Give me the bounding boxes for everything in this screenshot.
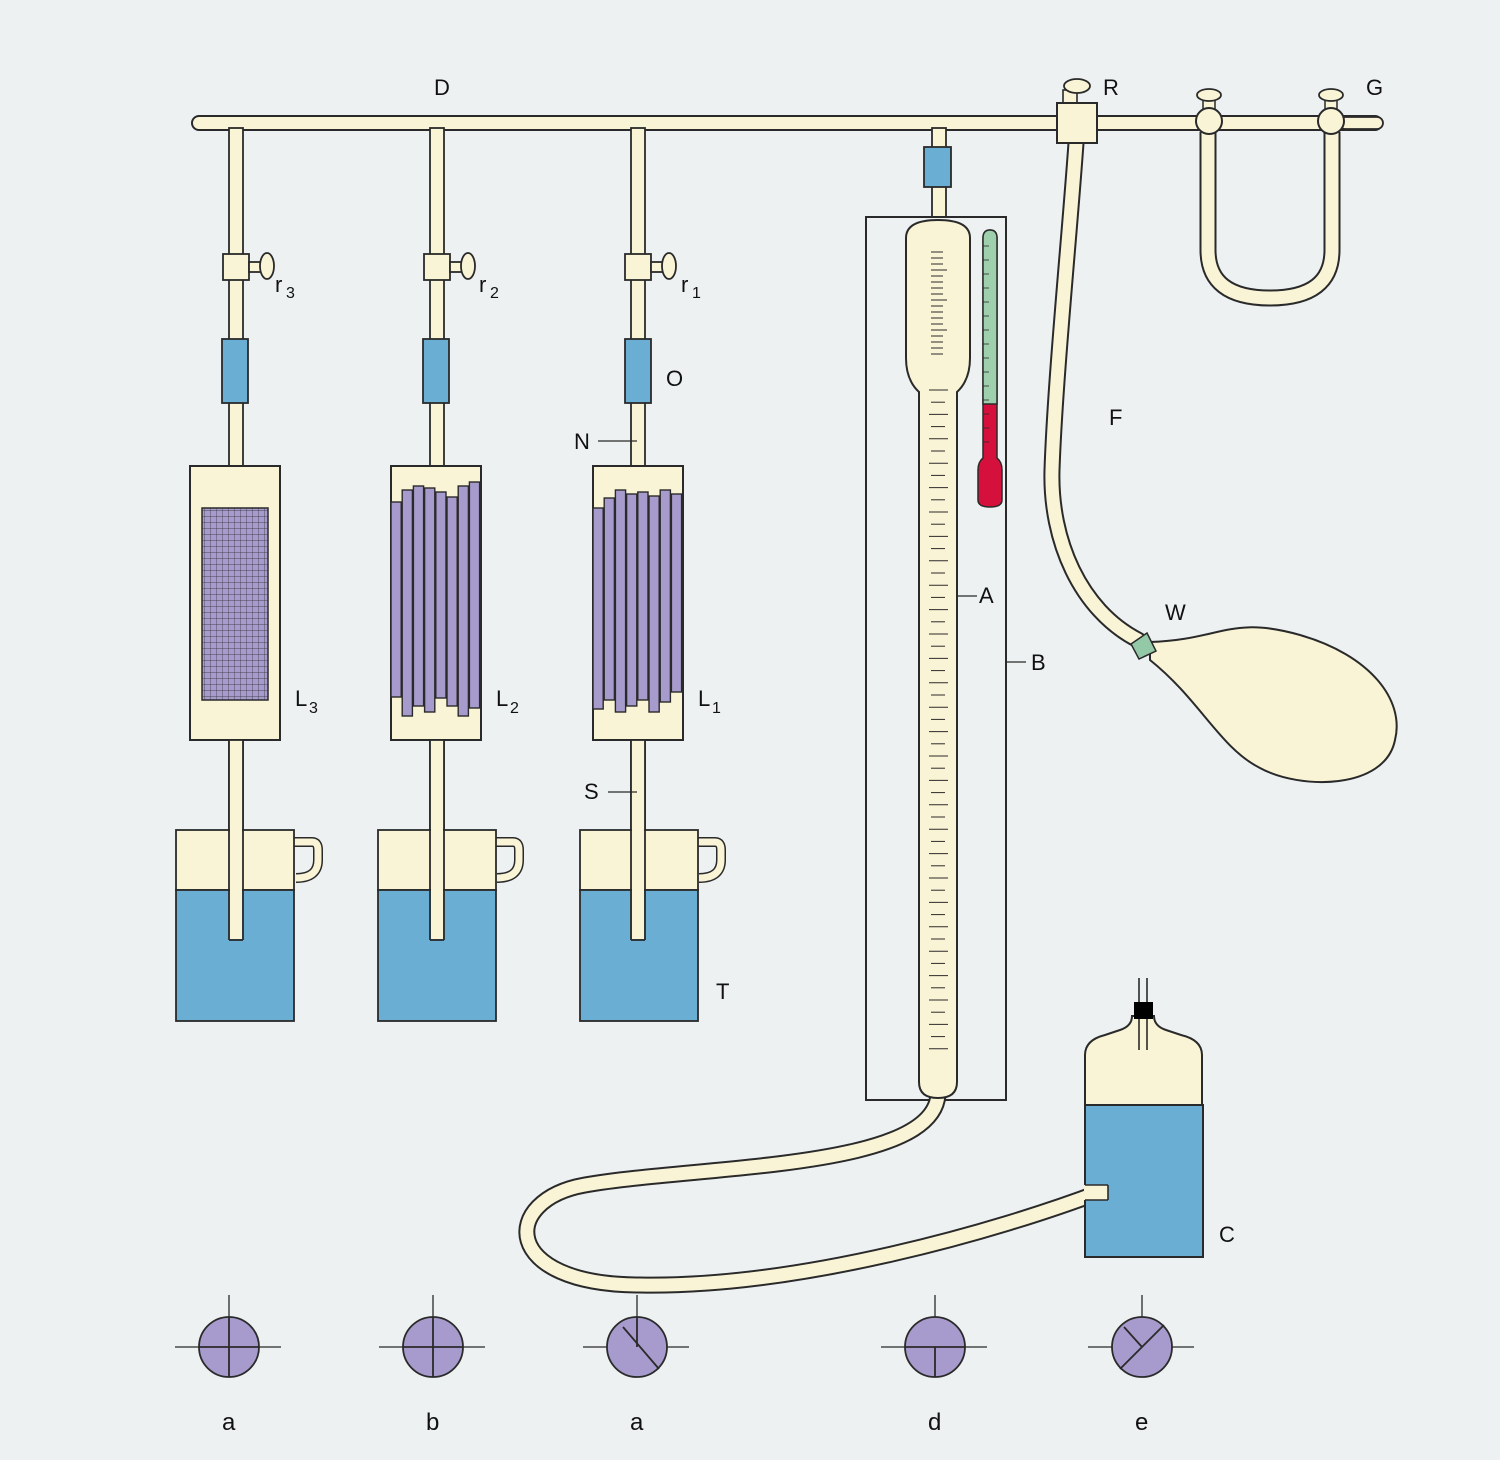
label-L2: L — [496, 686, 508, 711]
u-tube-stopcock-right[interactable] — [1317, 88, 1384, 135]
packing-rod — [603, 497, 616, 701]
label-C: C — [1219, 1222, 1235, 1247]
label-r2: r — [479, 272, 486, 297]
stopcock-handle-r1[interactable] — [661, 252, 677, 280]
packing-rod — [468, 481, 481, 709]
burette-assembly — [518, 127, 1109, 1294]
packing-rod — [390, 501, 402, 698]
label-S: S — [584, 779, 599, 804]
rubber-connector-col3 — [221, 338, 249, 404]
packing-rod — [614, 489, 627, 713]
packing-rod — [625, 493, 638, 707]
rubber-connector-col2 — [422, 338, 450, 404]
packing-rod — [401, 489, 414, 717]
label-T: T — [716, 979, 729, 1004]
packing-rod — [648, 495, 660, 713]
thermometer — [977, 229, 1003, 508]
label-r1-sub: 1 — [692, 285, 701, 302]
valve-position-1: a — [175, 1295, 281, 1436]
label-r3-sub: 3 — [286, 285, 295, 302]
rubber-connector-O — [624, 338, 652, 404]
valve-position-2: b — [379, 1295, 485, 1436]
label-r3: r — [275, 272, 282, 297]
label-W: W — [1165, 600, 1186, 625]
reservoir-C[interactable] — [1084, 978, 1204, 1258]
label-N: N — [574, 429, 590, 454]
valve-position-label: d — [928, 1409, 941, 1436]
valve-position-label: e — [1135, 1409, 1148, 1436]
valve-position-label: a — [630, 1409, 644, 1436]
trough-col3 — [175, 829, 323, 1022]
valve-position-3: a — [583, 1295, 689, 1436]
column-3-assembly — [175, 127, 323, 1022]
label-A: A — [979, 583, 994, 608]
stopcock-r2[interactable] — [423, 253, 451, 281]
label-D: D — [434, 75, 450, 100]
packing-rod — [412, 485, 425, 707]
stopcock-handle-r3[interactable] — [259, 252, 275, 280]
packing-rod — [659, 489, 672, 703]
burette-connector — [923, 146, 952, 188]
label-r2-sub: 2 — [490, 285, 499, 302]
u-tube-stopcock-left[interactable] — [1195, 88, 1223, 135]
burette-A — [905, 218, 971, 1100]
packing-rod — [457, 485, 470, 717]
burette-graduations — [929, 251, 948, 1050]
valve-position-5: e — [1088, 1295, 1194, 1436]
stopcock-r3[interactable] — [222, 253, 250, 281]
bulb-joint — [1130, 631, 1158, 660]
valve-position-label: a — [222, 1409, 236, 1436]
label-L3-sub: 3 — [309, 700, 318, 717]
trough-T — [579, 829, 726, 1022]
reservoir-plug — [1134, 1002, 1153, 1019]
label-L3: L — [295, 686, 307, 711]
column-2-assembly — [377, 127, 524, 1022]
packing-rod — [670, 493, 683, 693]
valve-position-4: d — [881, 1295, 987, 1436]
column-L1-rod-packing — [592, 489, 683, 713]
label-R: R — [1103, 75, 1119, 100]
label-G: G — [1366, 75, 1383, 100]
u-tube-G — [1195, 88, 1384, 307]
label-F: F — [1109, 405, 1122, 430]
stopcock-r1[interactable] — [624, 253, 652, 281]
column-L2-rod-packing — [390, 481, 481, 717]
label-L2-sub: 2 — [510, 700, 519, 717]
rubber-bulb-W[interactable] — [1149, 626, 1398, 783]
stopcock-handle-r2[interactable] — [460, 252, 476, 280]
leader-lines — [598, 440, 1026, 793]
trough-col2 — [377, 829, 524, 1022]
bulb-line — [1043, 134, 1398, 783]
labels: D R G r 3 r 2 r 1 O N S T L 3 L 2 L 1 A … — [275, 75, 1383, 1247]
packing-rod — [592, 507, 604, 710]
column-1-assembly — [579, 127, 726, 1022]
label-r1: r — [681, 272, 688, 297]
label-L1-sub: 1 — [712, 700, 721, 717]
main-valve-R[interactable] — [1056, 78, 1098, 144]
packing-rod — [637, 491, 649, 701]
label-B: B — [1031, 650, 1046, 675]
packing-rod — [435, 491, 447, 699]
column-L3-mesh-packing — [201, 507, 269, 701]
packing-rod — [446, 496, 458, 707]
packing-rod — [423, 487, 436, 713]
label-O: O — [666, 366, 683, 391]
valve-position-label: b — [426, 1409, 439, 1436]
label-L1: L — [698, 686, 710, 711]
